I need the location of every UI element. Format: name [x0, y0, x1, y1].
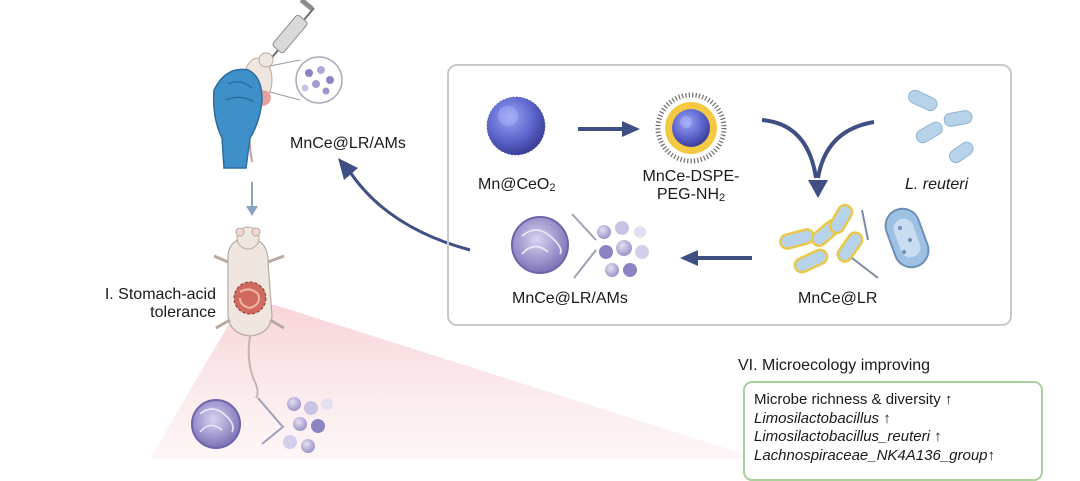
- label-stomach-line2: tolerance: [150, 304, 216, 321]
- mnce-lr-bacteria-icon: [779, 203, 879, 279]
- label-dspe: MnCe-DSPE- PEG-NH2: [636, 168, 746, 207]
- label-mnce-lr-ams: MnCe@LR/AMs: [512, 290, 628, 307]
- diagram-canvas: [150, 0, 974, 459]
- label-dspe-line2-main: PEG-NH: [656, 186, 720, 203]
- label-mnceo2-main: Mn@CeO: [478, 176, 550, 193]
- label-stomach-line1: I. Stomach-acid: [104, 286, 216, 303]
- l-reuteri-bacteria-icon: [908, 89, 974, 164]
- microecology-box: Microbe richness & diversity ↑ Limosilac…: [743, 381, 1043, 481]
- label-mnceo2: Mn@CeO2: [478, 176, 556, 197]
- zoomed-bacterium-icon: [884, 207, 930, 269]
- synthesis-panel: [447, 64, 1012, 326]
- label-top-mnce-lr-ams: MnCe@LR/AMs: [290, 135, 406, 152]
- up-arrow-icon: ↑: [944, 391, 953, 408]
- micro-item-reuteri: Limosilactobacillus_reuteri ↑: [754, 428, 942, 445]
- mn-ceo2-nanoparticle: [486, 96, 546, 156]
- syringe-icon: [267, 0, 315, 63]
- micro-item-lachnospiraceae: Lachnospiraceae_NK4A136_group↑: [754, 446, 996, 464]
- injection-zoom-circle: [269, 56, 343, 104]
- arrow-to-dspe: [578, 121, 640, 137]
- stomach-icon: [233, 281, 267, 315]
- label-mnce-lr: MnCe@LR: [798, 290, 878, 307]
- label-microecology: VI. Microecology improving: [738, 357, 931, 374]
- up-arrow-icon: ↑: [987, 446, 996, 464]
- up-arrow-icon: ↑: [934, 428, 942, 445]
- label-stomach: I. Stomach-acid tolerance: [80, 286, 216, 322]
- label-reuteri: L. reuteri: [905, 176, 969, 193]
- micro-item-limosilactobacillus: Limosilactobacillus ↑: [754, 409, 891, 427]
- label-dspe-line1: MnCe-DSPE-: [642, 168, 740, 185]
- label-mnceo2-sub: 2: [549, 182, 556, 194]
- down-arrow: [246, 182, 258, 216]
- arrow-to-ams: [680, 250, 752, 266]
- am-bead-cluster-bottom: [191, 397, 333, 453]
- am-bead-cluster-panel: [511, 213, 649, 279]
- return-arrow: [338, 158, 471, 252]
- merge-arrow: [761, 118, 875, 198]
- gloved-hand-icon: [212, 68, 263, 169]
- up-arrow-icon: ↑: [883, 409, 891, 427]
- dspe-peg-nanoparticle: [655, 92, 727, 164]
- micro-item-richness: Microbe richness & diversity ↑: [754, 391, 953, 408]
- label-dspe-line2-sub: 2: [719, 192, 726, 204]
